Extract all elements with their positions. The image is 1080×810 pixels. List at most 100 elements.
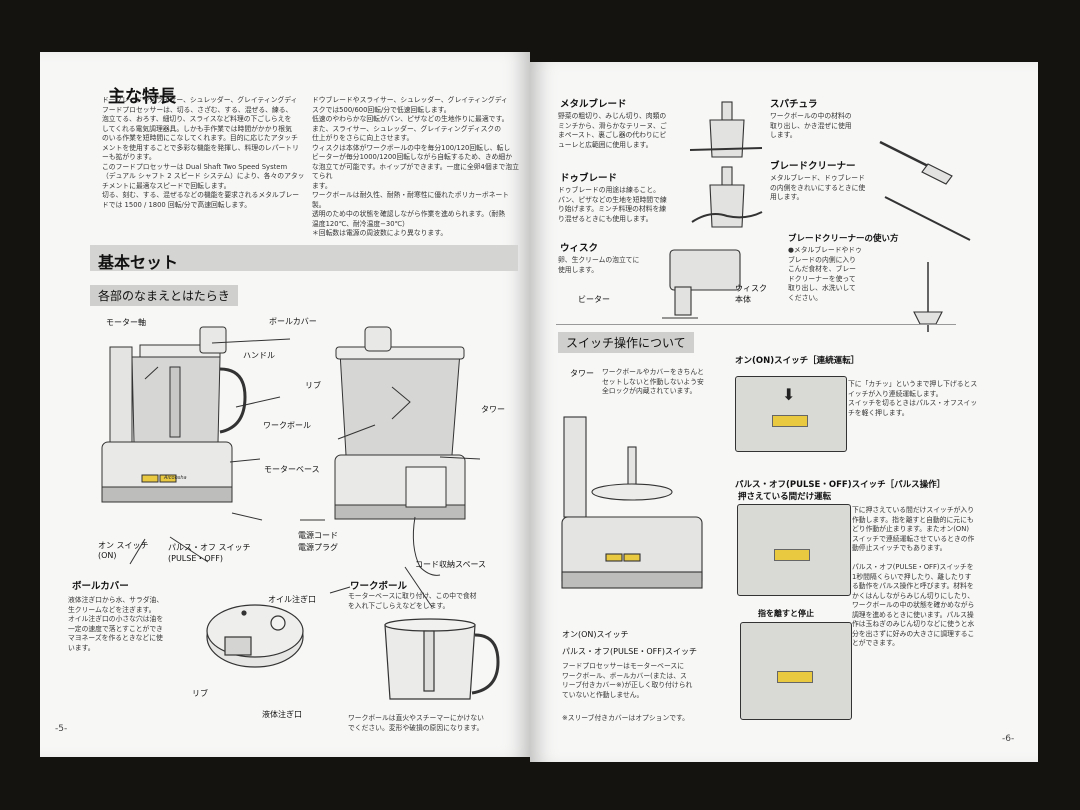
text-line: の内側をきれいにするときに使 <box>770 183 866 192</box>
text-line: ドでは 1500 / 1800 回転/分で高速回転します。 <box>102 200 252 209</box>
dough-blade-title: ドゥブレード <box>560 173 618 184</box>
text-line: ドーブレードやスライサー、シュレッダー、グレイティングディ <box>102 96 298 104</box>
text-line: 切る、刻む、する、混ぜるなどの機能を要求されるメタルブレー <box>102 191 300 199</box>
text-line: り混ぜるときにも使用します。 <box>558 214 653 223</box>
whisk-title: ウィスク <box>560 243 599 254</box>
label-pulse-switch-en: (PULSE・OFF) <box>168 554 224 563</box>
text-line: メントを使用することで多彩な機能を発揮し、料理のレパートリ <box>102 143 299 152</box>
base-illustration <box>561 416 703 589</box>
text-line: ワークボールやカバーをきちんと <box>602 368 704 376</box>
text-line: 使用します。 <box>558 265 599 274</box>
text-line: まペースト、裏ごし器の代わりにピ <box>558 131 667 139</box>
whisk-text: 卵、生クリームの泡立てに使用します。 <box>558 256 668 275</box>
text-line: ドクリーナーを使って <box>788 274 856 283</box>
text-line: ます。 <box>312 181 332 190</box>
page-number-right: -6- <box>1002 734 1015 744</box>
text-line: 仕上がりをさらに向上させます。 <box>312 134 414 142</box>
text-line: り始げます。ミンチ料理の材料を練 <box>558 205 667 213</box>
blade-cleaner-usage-text: ●メタルブレードやドゥブレードの内側に入りこんだ食材を、ブレードクリーナーを使っ… <box>788 246 883 303</box>
text-line: （デュアル シャフト 2 スピード システム）により、各々のアタッ <box>102 172 305 180</box>
label-oil-port: オイル注ぎ口 <box>268 595 316 604</box>
text-line: スクでは500/600回転/分で低速回転します。 <box>312 105 451 114</box>
pulse-text: 下に押さえている間だけスイッチが入り作動します。指を離すと自動的に元にもどり作動… <box>852 506 1024 649</box>
text-line: ビーターが毎分1000/1200回転しながら自転するため、きめ細か <box>312 153 513 161</box>
pulse-photo-1 <box>737 504 851 596</box>
bowl-cover-illustration <box>206 604 304 668</box>
text-line: ウィスクは本体がワークボールの中を毎分100/120回転し、転し <box>312 143 511 152</box>
spatula-title: スパチュラ <box>770 99 818 110</box>
text-line: 調理を進めるときに使います。パルス操 <box>852 610 974 619</box>
base-text: フードプロセッサーはモーターベースにワークボール、ボールカバー(または、スリーブ… <box>562 662 742 700</box>
sleeve-note: ※スリーブ付きカバーはオプションです。 <box>562 714 689 722</box>
label-power-plug: 電源プラグ <box>298 543 338 552</box>
text-line: ワークボール、ボールカバー(または、ス <box>562 671 687 680</box>
parts-diagram: Aicohsha <box>101 326 481 608</box>
text-line: ください。 <box>788 293 822 302</box>
label-bowl-cover: ボールカバー <box>269 317 317 326</box>
label-motor-base: モーターベース <box>264 465 320 474</box>
label-tower-right: タワー <box>570 369 594 378</box>
text-line: のいる作業を短時間にこなしてくれます。目的に応じたアタッチ <box>102 134 298 142</box>
label-whisk-body2: 本体 <box>735 295 751 304</box>
text-line: 液体注ぎ口から水、サラダ油、 <box>68 596 164 604</box>
text-line: フードプロセッサーは、切る、さざむ、する、混ぜる、練る、 <box>102 105 293 114</box>
text-line: 分を出さずに好みの大きさに調理するこ <box>852 629 975 638</box>
switch-pad <box>777 671 813 683</box>
text-line: 作は玉ねぎのみじん切りなどに使うと水 <box>852 620 975 628</box>
divider <box>556 324 956 325</box>
features-text-col1: ドーブレードやスライサー、シュレッダー、グレイティングディフードプロセッサーは、… <box>102 96 312 210</box>
switch-pad <box>772 415 808 427</box>
label-on-switch-en: (ON) <box>98 551 117 560</box>
label-whisk-body: ウィスク <box>735 284 767 293</box>
text-line: 下に「カチッ」というまで押し下げるとス <box>848 380 978 388</box>
label-handle: ハンドル <box>243 351 275 360</box>
blade-cleaner-usage-title: ブレードクリーナーの使い方 <box>788 234 899 244</box>
text-line: フードプロセッサーはモーターベースに <box>562 662 685 670</box>
text-line: 低速のやわらかな回転がパン、ピザなどの生地作りに最適です。 <box>312 115 509 123</box>
work-bowl-text: モーターベースに取り付け、この中で食材を入れ下ごしらえなどをします。 <box>348 592 528 611</box>
text-line: チを軽く押します。 <box>848 408 909 417</box>
text-line: セットしないと作動しないよう安 <box>602 377 704 386</box>
text-line: チメントに最適なスピードで回転します。 <box>102 181 231 190</box>
accessories-illustration <box>662 101 971 332</box>
text-line: とができます。 <box>852 639 899 647</box>
work-bowl-note: ワークボールは直火やスチーマーにかけないでください。変形や破損の原因になります。 <box>348 714 528 733</box>
page-number-left: -5- <box>55 724 68 734</box>
text-line: かくはんしながらみじん切りにしたり、 <box>852 591 975 600</box>
text-line: リーブ付きカバー※)が正しく取り付けられ <box>562 681 693 689</box>
text-line: 透明のため中の状態を確認しながら作業を進められます。（耐熱 <box>312 210 506 218</box>
pulse-photo-2 <box>740 622 852 720</box>
basic-set-band: 基本セット <box>90 245 518 272</box>
text-line: を入れ下ごしらえなどをします。 <box>348 601 450 610</box>
text-line <box>852 554 1024 564</box>
text-line: ていないと作動しません。 <box>562 690 644 699</box>
text-line: ワークボールは直火やスチーマーにかけない <box>348 714 484 722</box>
label-rib: リブ <box>305 381 321 390</box>
blade-cleaner-text: メタルブレード、ドゥブレードの内側をきれいにするときに使用します。 <box>770 174 890 203</box>
basic-set-title: 基本セット <box>98 253 179 272</box>
dough-blade-text: ドゥブレードの用途は練ること。パン、ピザなどの生地を短時間で練り始げます。ミンチ… <box>558 186 718 224</box>
bowl-cover-title: ボールカバー <box>72 581 129 592</box>
text-line: スイッチを切るときはパルス・オフスイッ <box>848 399 978 407</box>
text-line: スイッチで連続運転させているときの作 <box>852 534 975 543</box>
spatula-text: ワークボールの中の材料の取り出し、かき混ぜに使用します。 <box>770 112 880 141</box>
work-bowl-illustration <box>384 618 500 700</box>
tower-text: ワークボールやカバーをきちんとセットしないと作動しないよう安全ロックが内蔵されて… <box>602 368 742 397</box>
features-text-col2: ドウブレードやスライサー、シュレッダー、グレイティングディスクでは500/600… <box>312 96 522 239</box>
release-label: 指を離すと停止 <box>758 609 814 618</box>
text-line: オイル注ぎ口の小さな穴は油を <box>68 615 164 623</box>
label-liquid-port: 液体注ぎ口 <box>262 710 302 719</box>
text-line: います。 <box>68 643 95 652</box>
text-line: パン、ピザなどの生地を短時間で練 <box>558 195 667 204</box>
label-pulse-switch-right: パルス・オフ(PULSE・OFF)スイッチ <box>562 647 698 656</box>
text-line: モーターベースに取り付け、この中で食材 <box>348 592 477 600</box>
text-line: どり作動が止まります。またオン(ON) <box>852 525 970 533</box>
text-line: ワークボールは耐久性、耐熱・耐寒性に優れたポリカーボネート製。 <box>312 191 510 209</box>
down-arrow-icon: ⬇ <box>782 385 796 404</box>
features-title: 主な特長 <box>108 87 176 107</box>
text-line: 下に押さえている間だけスイッチが入り <box>852 506 975 514</box>
text-line: 作動します。指を離すと自動的に元にも <box>852 515 974 524</box>
label-pulse-switch: パルス・オフ スイッチ <box>168 543 251 552</box>
text-line: ューレと広範囲に使用します。 <box>558 140 653 149</box>
brand-logo: Aicohsha <box>163 475 187 481</box>
